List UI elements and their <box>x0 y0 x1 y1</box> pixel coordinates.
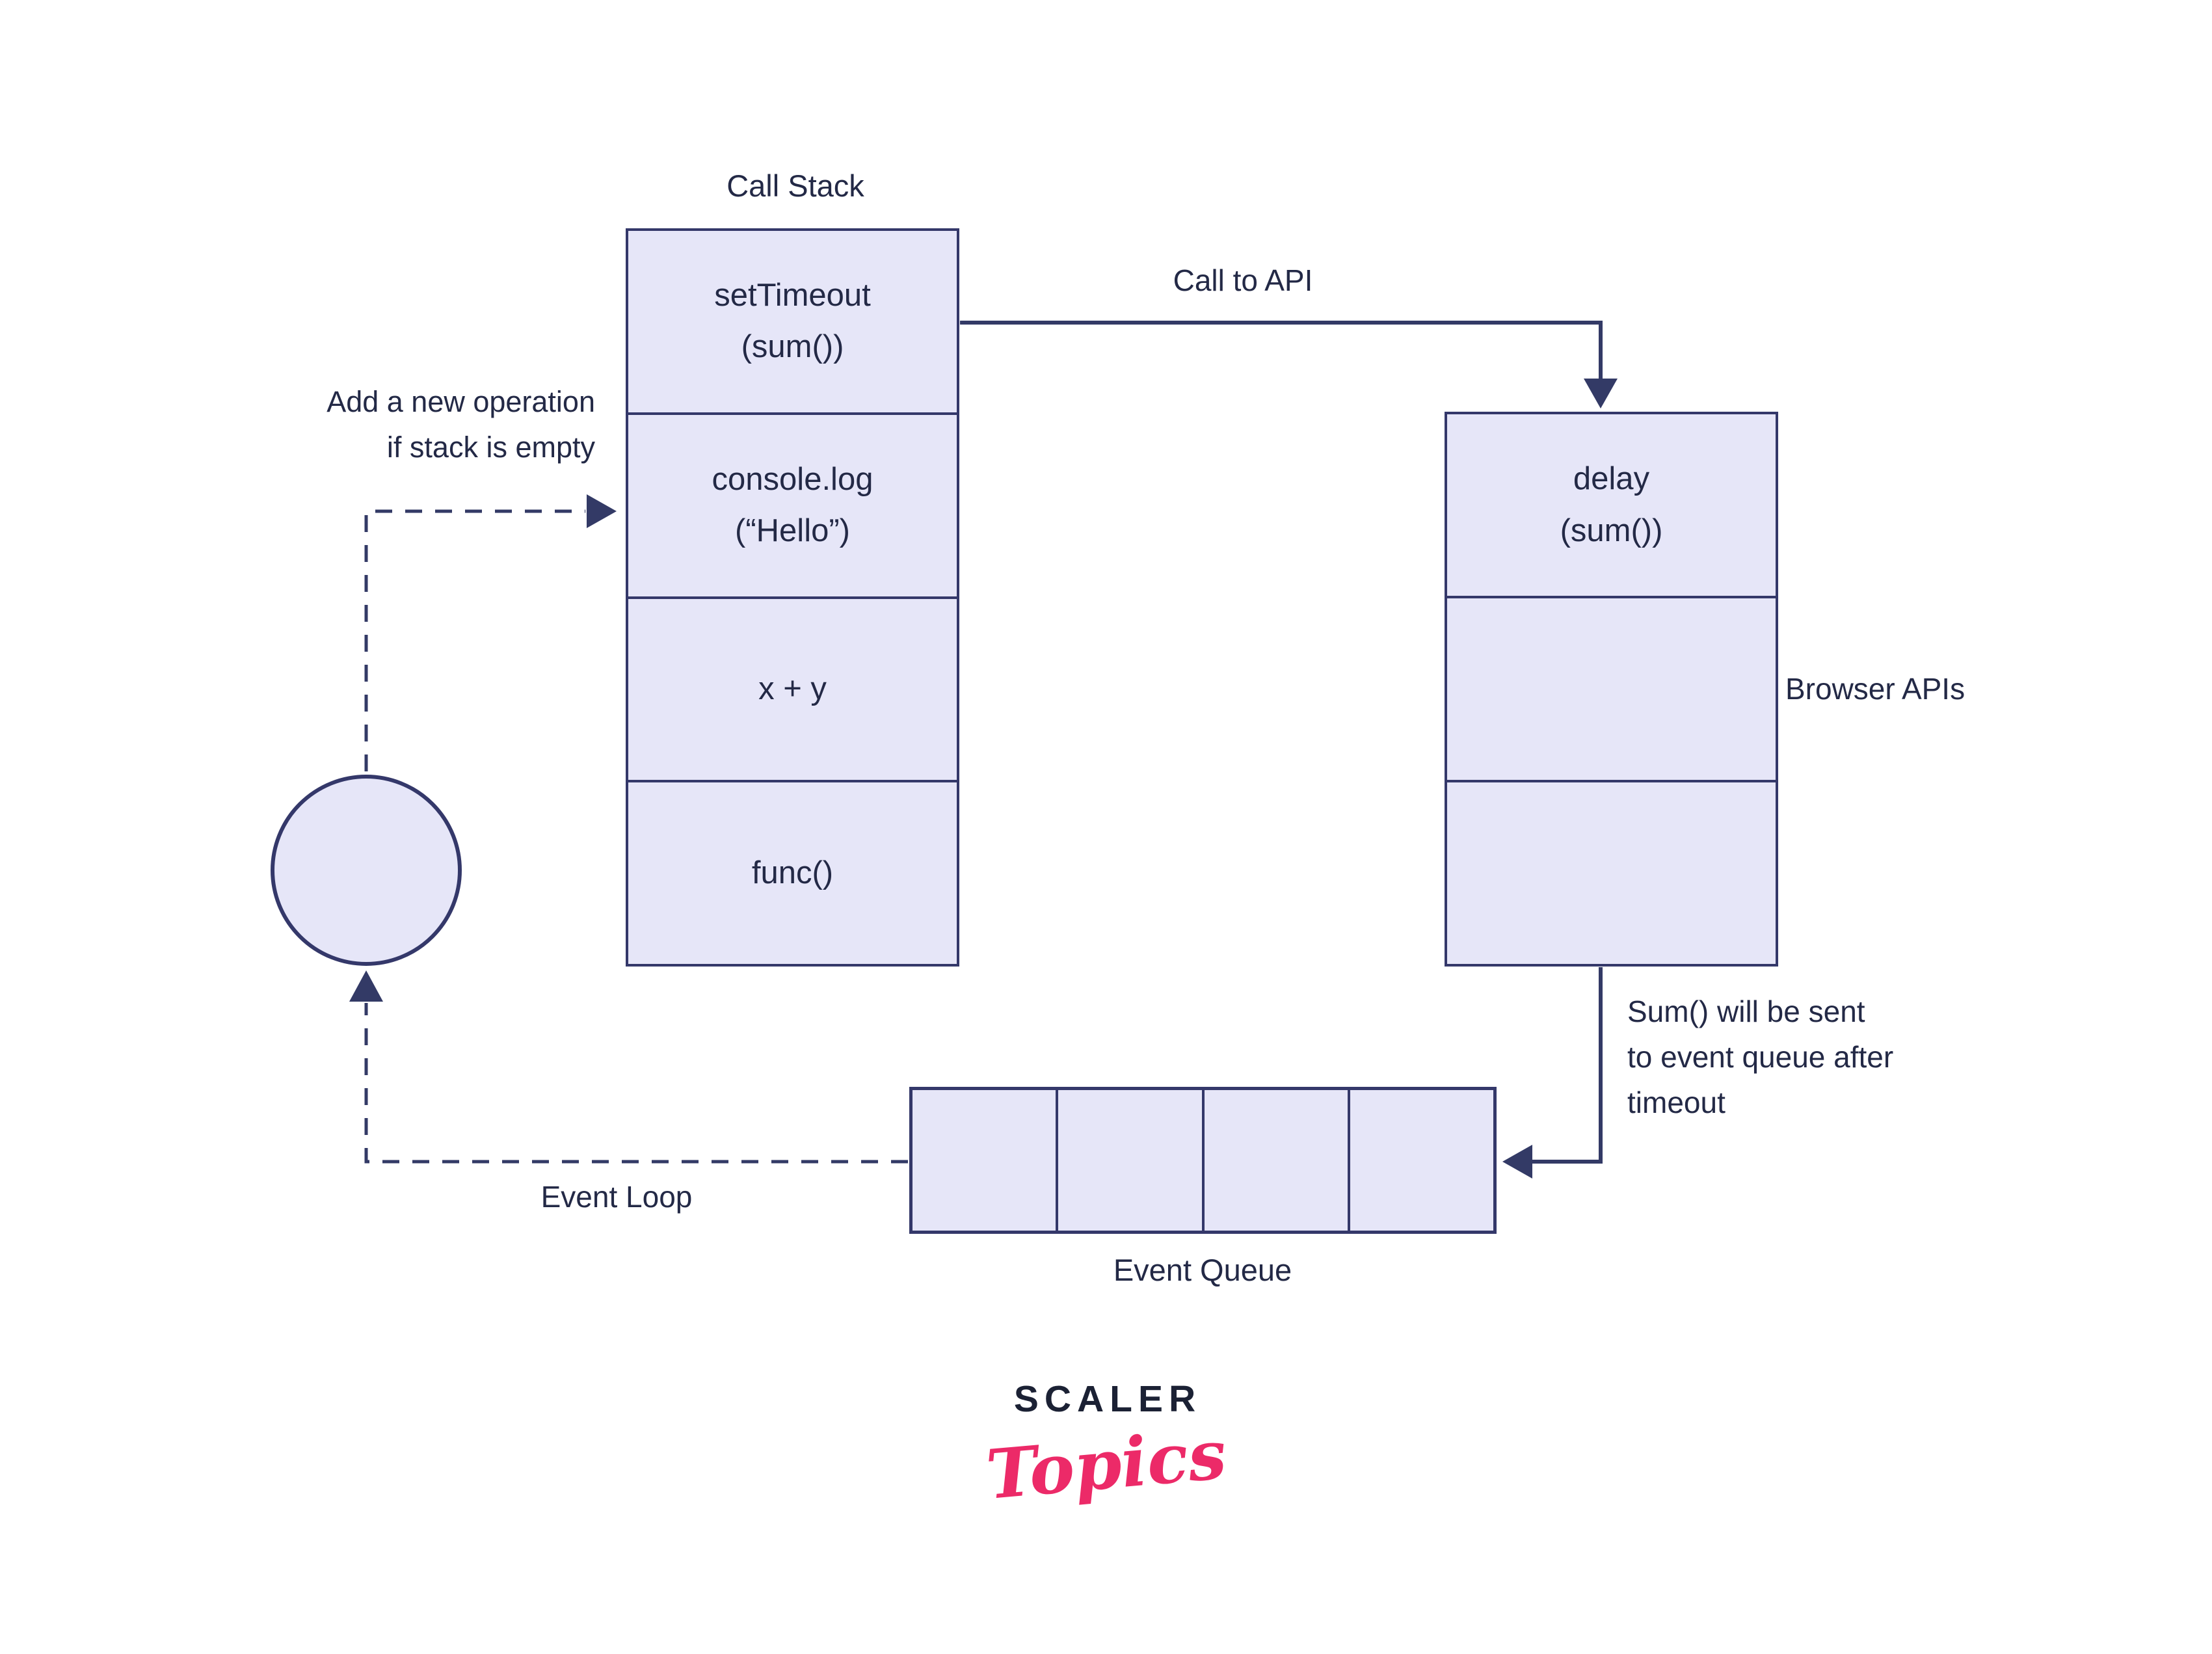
call-to-api-arrow <box>960 321 1603 380</box>
event-queue-box <box>909 1087 1497 1234</box>
event-queue-slot-1 <box>913 1090 1056 1231</box>
browser-api-cell-empty-1 <box>1447 596 1776 780</box>
event-loop-circle <box>271 775 462 966</box>
event-queue-slot-4 <box>1347 1090 1493 1231</box>
browser-apis-label: Browser APIs <box>1785 672 1965 706</box>
call-stack-title: Call Stack <box>726 168 864 203</box>
browser-api-cell-empty-2 <box>1447 780 1776 964</box>
event-queue-slot-2 <box>1056 1090 1201 1231</box>
stack-frame-settimeout: setTimeout (sum()) <box>714 278 871 365</box>
event-queue-label: Event Queue <box>1113 1253 1292 1287</box>
event-loop-to-stack-arrow <box>364 509 585 771</box>
call-to-api-label: Call to API <box>1173 263 1313 297</box>
stack-frame-consolelog: console.log (“Hello”) <box>628 412 957 596</box>
browser-apis-box: delay (sum()) <box>1445 412 1778 967</box>
queue-to-event-loop-arrowhead <box>349 970 383 1002</box>
sum-sent-note: Sum() will be sent to event queue after … <box>1627 994 1894 1119</box>
timeout-to-queue-arrowhead <box>1502 1145 1532 1179</box>
event-queue-slot-3 <box>1201 1090 1348 1231</box>
event-loop-label: Event Loop <box>540 1180 693 1214</box>
timeout-to-queue-arrow <box>1532 967 1603 1164</box>
stack-frame-x-plus-y: x + y <box>628 596 957 780</box>
add-operation-note: Add a new operation if stack is empty <box>326 385 595 464</box>
call-to-api-arrowhead <box>1584 379 1618 408</box>
browser-api-cell-delay: delay (sum()) <box>1560 461 1663 548</box>
scaler-wordmark: SCALER <box>1013 1378 1202 1420</box>
event-loop-to-stack-arrowhead <box>587 494 617 528</box>
call-stack-box: setTimeout (sum()) console.log (“Hello”)… <box>626 228 959 967</box>
stack-frame-func: func() <box>628 780 957 964</box>
queue-to-event-loop-arrow <box>364 1003 908 1164</box>
